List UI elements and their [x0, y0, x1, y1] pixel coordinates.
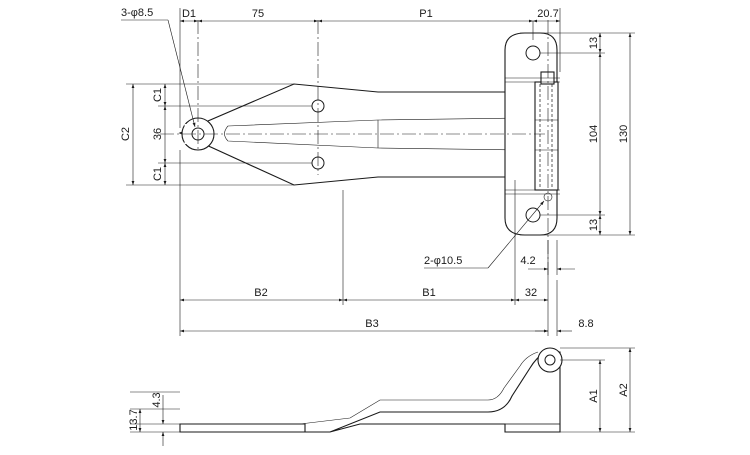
label-holes-large: 2-φ10.5 — [424, 255, 462, 267]
top-view — [160, 20, 560, 275]
side-dimensions — [130, 347, 635, 446]
label-holes-small: 3-φ8.5 — [121, 7, 153, 19]
label-32: 32 — [525, 287, 537, 299]
top-dimensions — [121, 8, 635, 336]
side-pin — [544, 354, 556, 366]
side-view — [179, 347, 563, 433]
label-d1: D1 — [182, 8, 196, 20]
label-8-8: 8.8 — [578, 318, 593, 330]
label-104: 104 — [588, 125, 600, 143]
label-20-7: 20.7 — [537, 8, 558, 20]
label-a1: A1 — [588, 389, 600, 402]
label-c1-bottom: C1 — [152, 167, 164, 181]
side-profile — [179, 351, 561, 433]
dimension-labels: 3-φ8.5 D1 75 P1 20.7 13 104 130 13 C2 C1… — [120, 7, 630, 431]
label-c2: C2 — [120, 127, 132, 141]
hinge-leaf — [178, 83, 516, 186]
label-75: 75 — [252, 8, 264, 20]
label-b3: B3 — [365, 318, 378, 330]
label-b1: B1 — [422, 287, 435, 299]
label-4-2: 4.2 — [520, 255, 535, 267]
label-c1-top: C1 — [152, 88, 164, 102]
plate-hole-top — [525, 45, 541, 61]
label-a2: A2 — [618, 383, 630, 396]
label-13-7: 13.7 — [128, 409, 140, 430]
label-36: 36 — [152, 128, 164, 140]
label-130: 130 — [618, 125, 630, 143]
label-p1: P1 — [419, 8, 432, 20]
pin-barrel — [534, 81, 559, 191]
label-13-bottom: 13 — [588, 219, 600, 231]
label-b2: B2 — [254, 287, 267, 299]
label-13-top: 13 — [588, 37, 600, 49]
label-4-3: 4.3 — [151, 392, 163, 407]
